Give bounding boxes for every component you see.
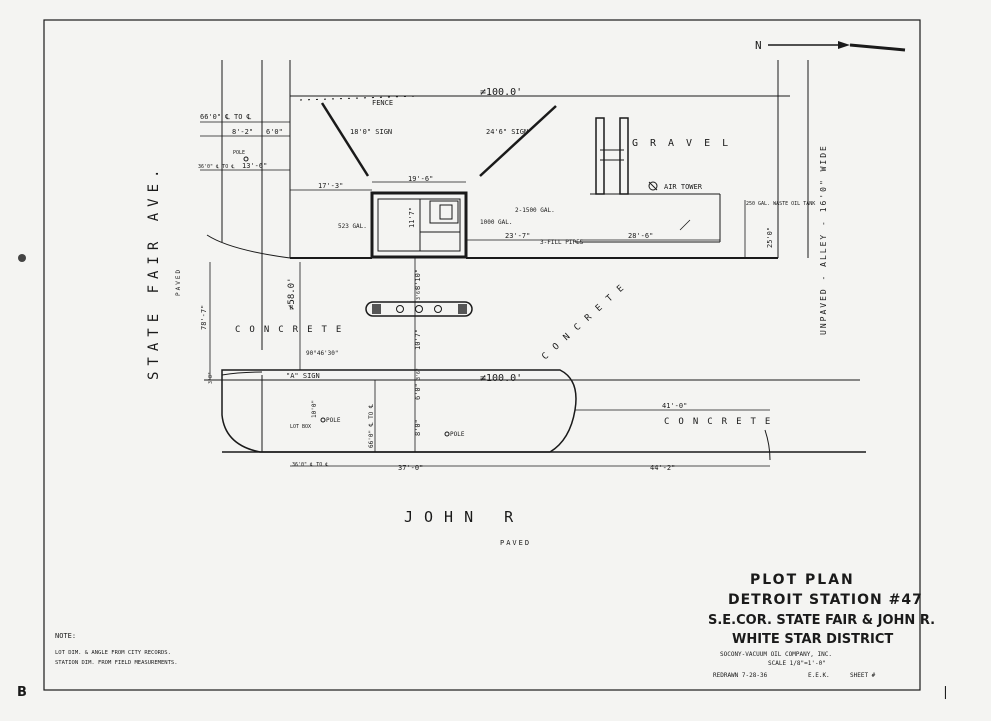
sign-24	[479, 105, 557, 177]
dim-10-7: 10'7"	[414, 329, 422, 350]
state-fair-ave-label: STATE FAIR AVE.	[146, 164, 162, 380]
car-lift	[575, 117, 721, 243]
pole-low-label: POLE	[450, 431, 465, 438]
dim-17-3: 17'-3"	[318, 182, 343, 190]
tank-1500-label: 2-1500 GAL.	[515, 207, 555, 214]
concrete-apron	[221, 369, 771, 461]
dim-44-2: 44'-2"	[650, 464, 675, 472]
air-tower-label: AIR TOWER	[664, 183, 703, 191]
north-arrow-icon: N	[755, 39, 906, 52]
corner-mark-left: B	[17, 685, 27, 700]
corner-mark-right: ❘	[940, 685, 951, 700]
north-label: N	[755, 39, 762, 52]
a-sign-label: "A" SIGN	[286, 372, 320, 380]
scale-text: SCALE 1/8"=1'-0"	[768, 660, 826, 667]
air-tower-icon	[648, 181, 658, 191]
notes-line-1: LOT DIM. & ANGLE FROM CITY RECORDS.	[55, 650, 171, 656]
tank-1000-label: 1000 GAL.	[480, 219, 513, 226]
dim-6-0b: 6'0"	[414, 383, 422, 400]
fence-line	[299, 95, 421, 101]
fill-pipes-label: 3-FILL PIPES	[540, 239, 584, 246]
pole-mid-icon	[320, 417, 326, 423]
dim-78-7: 78'-7"	[200, 305, 208, 330]
dim-3-6b: 3'6"	[416, 368, 422, 380]
sheet-border	[43, 19, 921, 691]
dim-8-10: 8'10"	[414, 269, 422, 290]
concrete-left-label: CONCRETE	[235, 325, 350, 335]
dim-41-0: 41'-0"	[662, 402, 687, 410]
john-r-label: JOHN R	[404, 508, 524, 526]
john-r-paved-label: PAVED	[500, 539, 531, 547]
dim-3-8: 3'8"	[208, 372, 214, 384]
station-building	[370, 191, 468, 259]
dim-36-ctoc: 36'0" ℄ TO ℄	[198, 164, 235, 170]
dim-13-6: 13'-6"	[242, 162, 267, 170]
pump-island	[365, 301, 473, 317]
site-labels: FENCE 18'0" SIGN 24'6" SIGN AIR TOWER "A…	[286, 99, 703, 438]
waste-oil-label: 250 GAL. WASTE OIL TANK	[746, 201, 815, 207]
concrete-diag-label: CONCRETE	[540, 278, 632, 363]
property-lines	[204, 60, 866, 453]
dim-28-6: 28'-6"	[628, 232, 653, 240]
dim-8-0: 8'0"	[414, 419, 422, 436]
pole-top-label: POLE	[233, 150, 245, 156]
sheet-number: SHEET #	[850, 672, 876, 679]
dim-11-7: 11'7"	[408, 207, 416, 228]
dimension-texts: ≠100.0' 66'0" ℄ TO ℄ 8'-2" 6'0" POLE 36'…	[198, 87, 774, 472]
notes-line-2: STATION DIM. FROM FIELD MEASUREMENTS.	[55, 660, 178, 666]
dim-bottom-100: ≠100.0'	[480, 373, 522, 384]
state-fair-paved-label: PAVED	[175, 268, 182, 296]
dim-23-7: 23'-7"	[505, 232, 530, 240]
notes-block: NOTE: LOT DIM. & ANGLE FROM CITY RECORDS…	[55, 632, 178, 666]
dim-8-2: 8'-2"	[232, 128, 253, 136]
title-district: WHITE STAR DISTRICT	[732, 632, 893, 647]
tank-523-label: 523 GAL.	[338, 223, 367, 230]
tank-markers: 523 GAL. 1000 GAL. 2-1500 GAL. 3-FILL PI…	[290, 201, 815, 430]
notes-heading: NOTE:	[55, 632, 76, 640]
title-block: PLOT PLAN DETROIT STATION #47 S.E.COR. S…	[708, 572, 935, 679]
gravel-label: GRAVEL	[632, 138, 740, 149]
dimension-lines	[200, 121, 770, 467]
dim-19-6: 19'-6"	[408, 175, 433, 183]
dim-6-0: 6'0"	[266, 128, 283, 136]
lot-box-label: LOT BOX	[290, 424, 311, 430]
dim-36-0b: 36'0" ℄ TO ℄	[292, 462, 329, 468]
fence-label: FENCE	[372, 99, 393, 107]
pole-top-icon	[243, 156, 249, 162]
dim-58-0: ≠58.0'	[287, 277, 297, 310]
dim-66-ctoc: 66'0" ℄ TO ℄	[200, 113, 252, 121]
dim-25-0: 25'0"	[766, 227, 774, 248]
pole-mid-label: POLE	[326, 417, 341, 424]
company-name: SOCONY-VACUUM OIL COMPANY, INC.	[720, 651, 832, 658]
title-location: S.E.COR. STATE FAIR & JOHN R.	[708, 613, 935, 628]
alley-label: UNPAVED - ALLEY - 16'0" WIDE	[819, 144, 828, 335]
concrete-right-label: CONCRETE	[664, 417, 779, 427]
dim-10-0: 10'0"	[311, 400, 318, 418]
punch-hole	[18, 254, 26, 262]
dim-angle: 90°46'30"	[306, 350, 339, 357]
sign-18-label: 18'0" SIGN	[350, 128, 392, 136]
dim-top-100: ≠100.0'	[480, 87, 522, 98]
sign-18	[320, 102, 370, 177]
title-plot-plan: PLOT PLAN	[750, 572, 855, 588]
sign-24-label: 24'6" SIGN	[486, 128, 528, 136]
title-station: DETROIT STATION #47	[728, 592, 923, 608]
dim-37-0: 37'-0"	[398, 464, 423, 472]
dim-3-6a: 3'6"	[416, 288, 422, 300]
redrawn-date: REDRAWN 7-28-36	[713, 672, 768, 679]
dim-66-0: 66'0" ℄ TO ℄	[368, 404, 375, 448]
drafter-initials: E.E.K.	[808, 672, 830, 679]
pole-low-icon	[444, 431, 450, 437]
